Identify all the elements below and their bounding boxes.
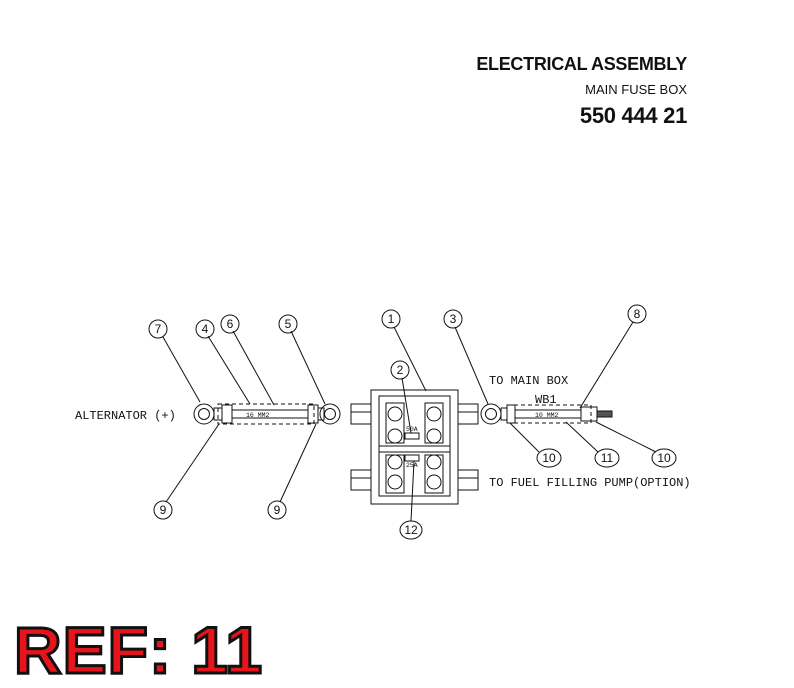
crimp-left [221, 404, 233, 424]
alternator-label: ALTERNATOR (+) [75, 409, 176, 423]
callout-1: 1 [388, 312, 395, 326]
cable-16mm2 [231, 409, 309, 419]
to-main-box-label: TO MAIN BOX [489, 374, 568, 388]
callout-10-right: 10 [657, 451, 671, 465]
crimp-right [307, 404, 319, 424]
callout-10-left: 10 [542, 451, 556, 465]
fuse-box-housing [370, 389, 459, 505]
ring-terminal-main [480, 403, 502, 425]
ring-terminal-left [193, 403, 215, 425]
rail-bottom-right [457, 469, 479, 491]
right-cable-assembly [480, 403, 613, 425]
callout-4: 4 [202, 322, 209, 336]
callout-11: 11 [601, 451, 614, 465]
sleeve-right [506, 404, 592, 424]
rail-bottom-left [350, 469, 372, 491]
callout-7: 7 [155, 322, 162, 336]
diagram-subtitle: MAIN FUSE BOX [585, 82, 687, 97]
callout-8: 8 [634, 307, 641, 321]
cable-left-label: 16 MM2 [246, 412, 270, 419]
fuse-25a [404, 454, 420, 462]
cable-right-label: 10 MM2 [535, 412, 559, 419]
callout-2: 2 [397, 363, 404, 377]
ring-terminal-right [319, 403, 341, 425]
cable-end-hatched [596, 410, 613, 418]
callout-12: 12 [404, 523, 418, 537]
reference-label: REF: 11 [12, 612, 264, 688]
wb1-label: WB1 [535, 393, 557, 407]
fuse-25a-label: 25A [406, 462, 418, 469]
text-labels: ALTERNATOR (+) TO MAIN BOX WB1 TO FUEL F… [75, 374, 691, 490]
callout-9-left: 9 [160, 503, 167, 517]
fuse-50a [404, 432, 420, 440]
rail-top-left [350, 403, 372, 425]
callout-5: 5 [285, 317, 292, 331]
part-number: 550 444 21 [579, 103, 687, 128]
callouts: 7 4 6 5 1 3 8 2 9 9 12 10 11 10 [148, 304, 677, 540]
callout-9-right: 9 [274, 503, 281, 517]
callout-6: 6 [227, 317, 234, 331]
left-cable-assembly [193, 403, 341, 425]
callout-3: 3 [450, 312, 457, 326]
fuse-50a-label: 50A [406, 426, 418, 433]
fuel-pump-label: TO FUEL FILLING PUMP(OPTION) [489, 476, 691, 490]
sleeve-left [217, 403, 315, 425]
diagram-title: ELECTRICAL ASSEMBLY [476, 54, 687, 74]
leader-lines [162, 321, 657, 522]
fuse-box [350, 389, 479, 505]
rail-top-right [457, 403, 479, 425]
